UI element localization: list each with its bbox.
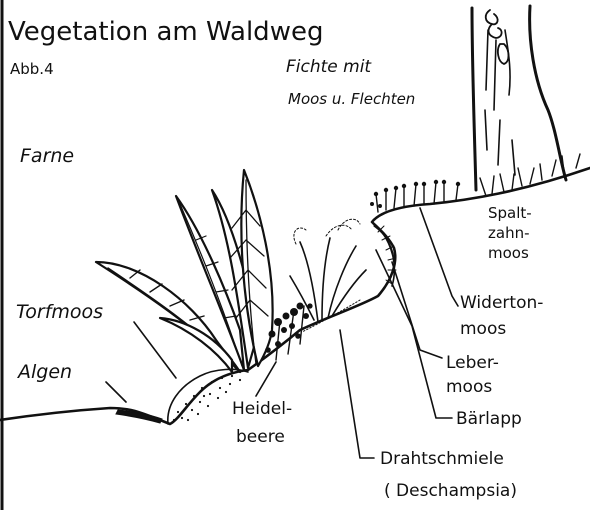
- label-spalt-line2: zahn-: [488, 224, 530, 242]
- figure-number: Abb.4: [10, 60, 54, 78]
- label-spalt-line1: Spalt-: [488, 204, 532, 222]
- diagram-title: Vegetation am Waldweg: [8, 17, 323, 47]
- label-deschampsia: ( Deschampsia): [384, 481, 517, 501]
- label-drahtschmiele: Drahtschmiele: [380, 449, 504, 469]
- label-baerlapp: Bärlapp: [456, 409, 522, 429]
- spruce-trunk: [472, 6, 566, 190]
- label-algae: Algen: [16, 361, 72, 383]
- label-peat-moss: Torfmoos: [16, 301, 103, 323]
- label-bilberry-line2: beere: [236, 427, 285, 447]
- label-ferns: Farne: [20, 145, 74, 167]
- label-tree-line1: Fichte mit: [286, 57, 372, 77]
- liverwort-clubmoss-cushion: [302, 226, 396, 332]
- label-spalt-line3: moos: [488, 244, 529, 262]
- label-leber-line2: moos: [446, 377, 492, 397]
- label-widerton-line1: Widerton-: [460, 293, 543, 313]
- label-bilberry-line1: Heidel-: [232, 399, 292, 419]
- label-leber-line1: Leber-: [446, 353, 499, 373]
- ferns: [96, 170, 273, 372]
- label-widerton-line2: moos: [460, 319, 506, 339]
- label-tree-line2: Moos u. Flechten: [288, 90, 415, 108]
